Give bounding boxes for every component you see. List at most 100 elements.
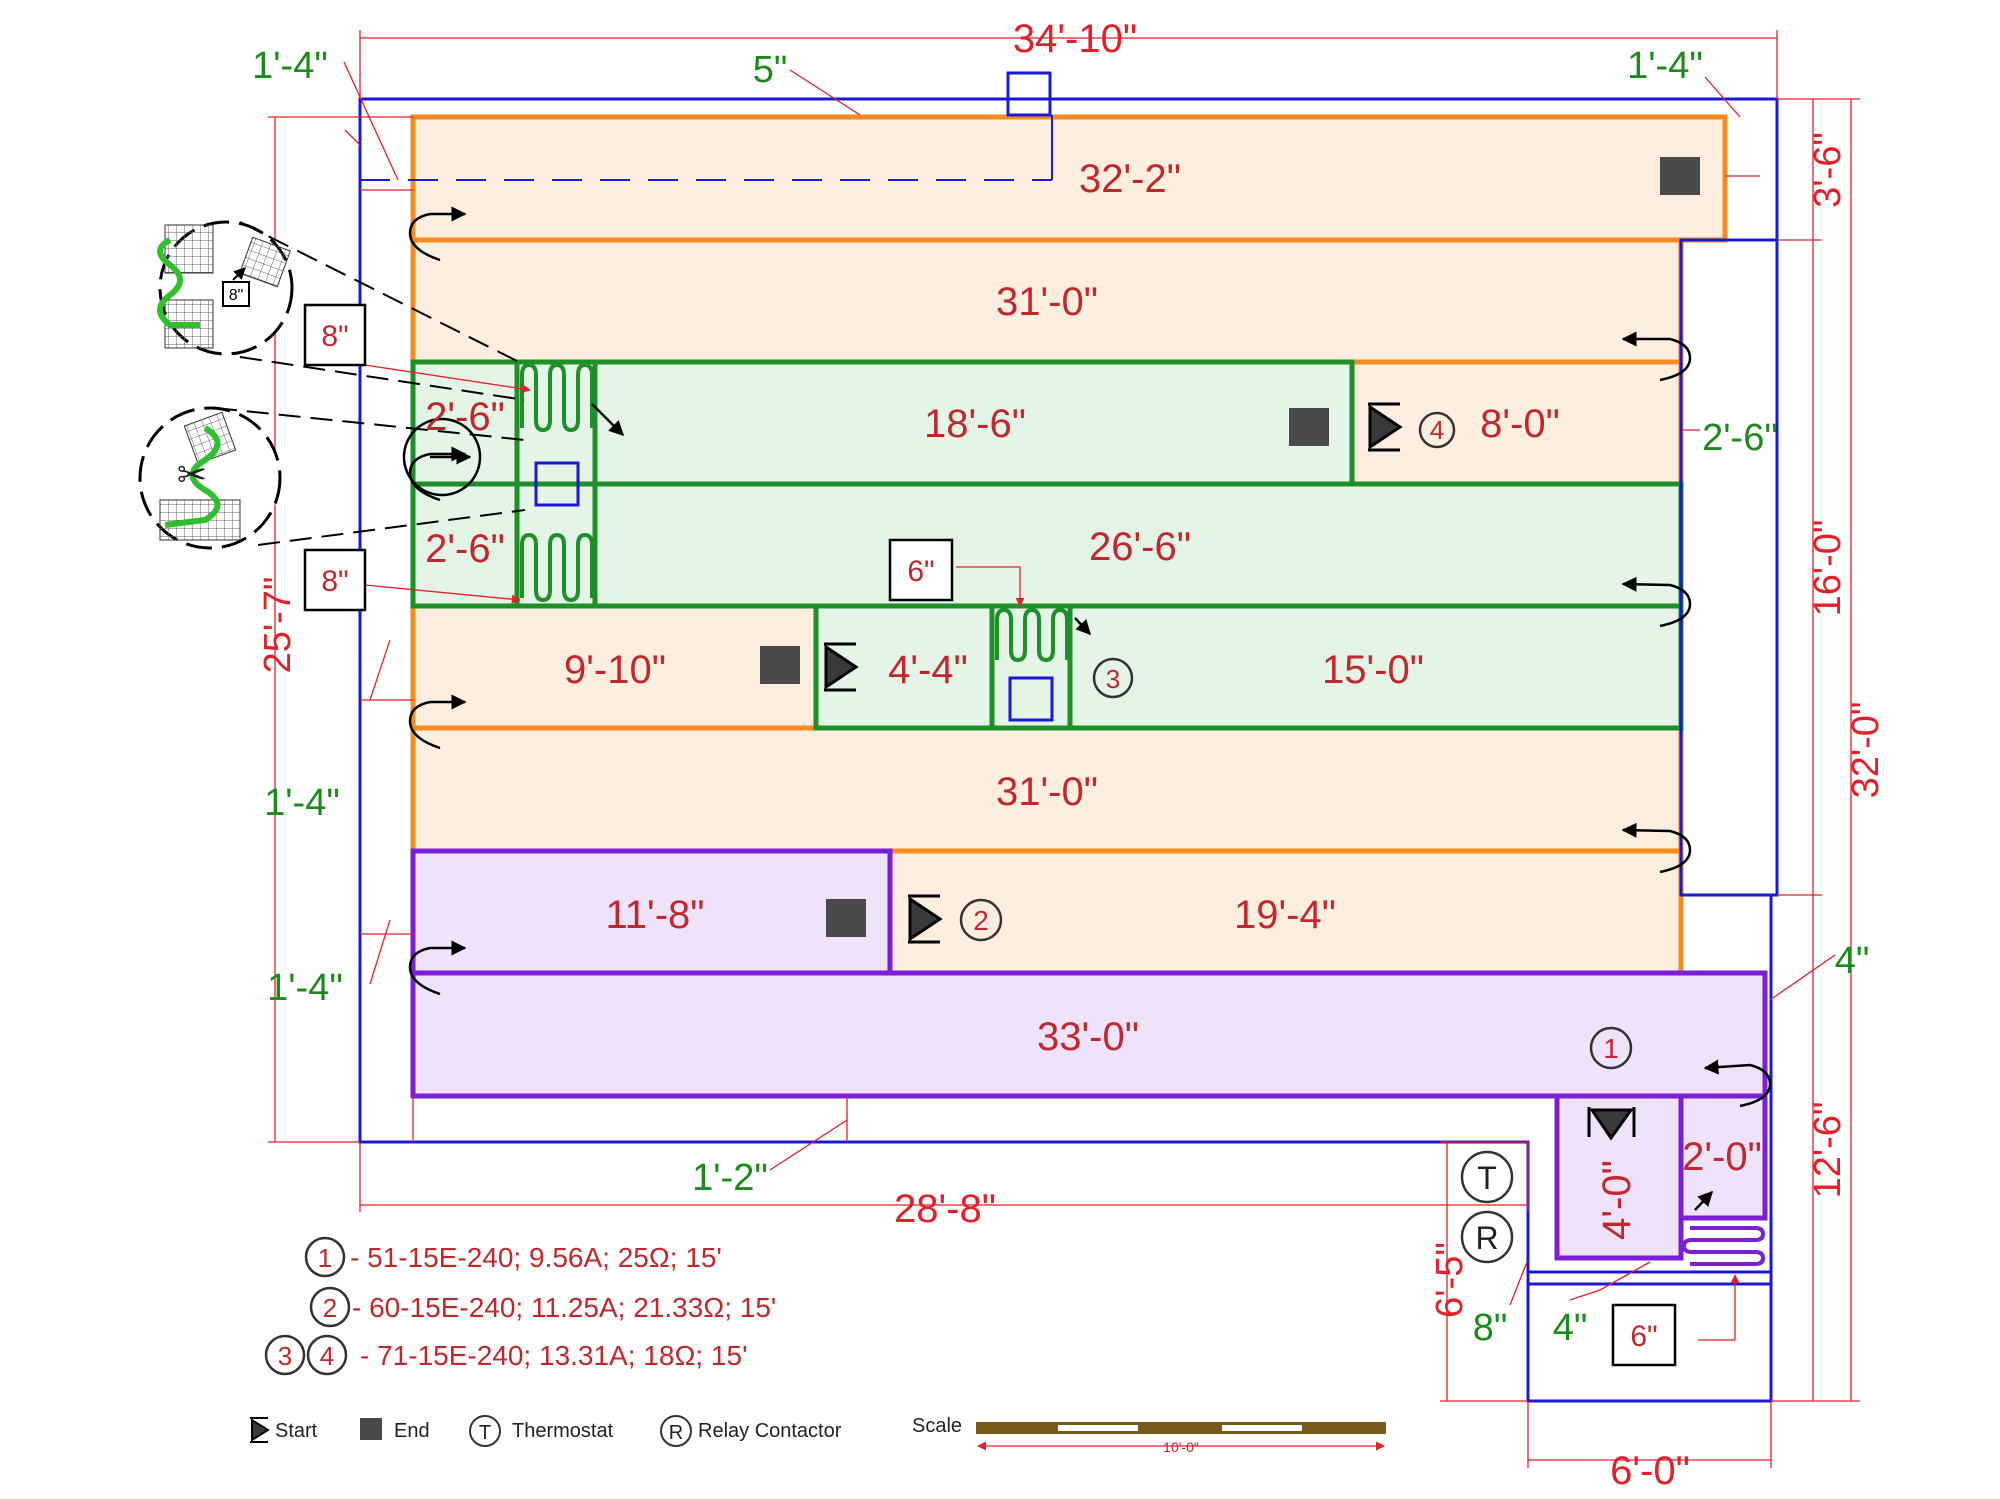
circuit-3-label: 3 (1106, 664, 1120, 694)
box-6-mid-label: 6" (907, 555, 934, 588)
dim-bottom-total: 28'-8" (894, 1187, 996, 1231)
run-label-3: 18'-6" (924, 402, 1026, 446)
dim-right-mid: 16'-0" (1807, 520, 1849, 617)
turn-arrow (591, 403, 625, 437)
legend-text-3: - 71-15E-240; 13.31A; 18Ω; 15' (360, 1340, 747, 1371)
turn-arrow (408, 694, 467, 750)
legend-circle-4 (306, 1334, 348, 1376)
dim-bottom-gap: 1'-2" (692, 1157, 768, 1199)
dim-top-left-margin: 1'-4" (252, 45, 328, 87)
zone-purple-2 (410, 970, 1768, 1099)
serpentine-lower (520, 532, 594, 603)
dim-ext-4: 4" (1553, 1307, 1588, 1349)
box-6-bottom (1611, 1303, 1677, 1367)
legend-text-1: - 51-15E-240; 9.56A; 25Ω; 15' (350, 1242, 722, 1273)
legend-relay-label: Relay Contactor (698, 1420, 842, 1442)
run-label-13: 19'-4" (1234, 893, 1336, 937)
legend-end-icon (360, 1418, 382, 1440)
drain-low (1008, 676, 1054, 722)
run-label-12: 11'-8" (606, 893, 705, 937)
dim-ext-6-5: 6'-5" (1429, 1242, 1471, 1318)
dim-top-total: 34'-10" (1013, 17, 1137, 61)
legend-id-1: 1 (318, 1243, 332, 1273)
zone-green-2 (410, 481, 1684, 609)
turn-arrow (1074, 617, 1092, 636)
legend-thermostat-symbol: T (479, 1422, 491, 1444)
zone-green-3 (813, 603, 1684, 731)
dim-ext-6-0: 6'-0" (1610, 1449, 1690, 1493)
heated-zones (410, 114, 1768, 1261)
start-marker (908, 894, 943, 944)
legend-circle-1 (304, 1236, 346, 1278)
legend-thermostat-label: Thermostat (512, 1420, 614, 1442)
legend: 1 - 51-15E-240; 9.56A; 25Ω; 15' 2 - 60-1… (250, 1236, 1386, 1455)
serpentine-closet (1681, 1226, 1766, 1266)
boxed-labels (303, 303, 1677, 1367)
legend-id-3: 3 (278, 1341, 292, 1371)
serpentine-upper (520, 362, 594, 433)
run-label-9: 4'-4" (888, 648, 968, 692)
zone-purple-4 (1678, 1093, 1768, 1221)
zone-green-1 (410, 359, 1355, 487)
drain-mid (534, 461, 580, 507)
dim-top-gap: 5" (753, 49, 788, 91)
scale-bar (976, 1422, 1386, 1451)
dim-right-4: 4" (1835, 940, 1870, 982)
turn-arrow (1703, 1059, 1772, 1108)
run-label-4: 8'-0" (1480, 402, 1560, 446)
turn-arrow (408, 206, 467, 262)
dim-green-right: 2'-6" (1702, 417, 1778, 459)
turn-arrow (408, 446, 467, 502)
dim-ext-8: 8" (1473, 1307, 1508, 1349)
legend-id-4: 4 (320, 1341, 334, 1371)
run-label-6: 2'-6" (425, 527, 505, 571)
zone-purple-1 (410, 848, 893, 976)
start-marker (824, 642, 859, 692)
cable-serpentines (520, 362, 1069, 663)
scale-value: 10'-0" (1163, 1439, 1199, 1455)
thermostat-symbol: T (1477, 1160, 1497, 1196)
run-label-14: 33'-0" (1037, 1015, 1139, 1059)
detail-callout-bottom: ✂ (138, 406, 282, 550)
box-6-bottom-label: 6" (1630, 1320, 1657, 1353)
circuit-1-label: 1 (1603, 1033, 1619, 1064)
callout-leaders (214, 221, 526, 546)
mini-8-label: 8" (229, 287, 244, 304)
start-marker (1368, 402, 1403, 452)
end-marker (826, 899, 866, 937)
legend-relay-icon (660, 1415, 692, 1447)
end-marker (1660, 157, 1700, 195)
dim-right-bottom: 12'-6" (1807, 1102, 1849, 1199)
start-marker (1587, 1107, 1636, 1141)
circuit-circle (959, 898, 1003, 942)
legend-circle-3 (264, 1334, 306, 1376)
turn-arrows (402, 206, 1772, 1211)
box-8-bottom-label: 8" (321, 565, 348, 598)
cable-serpentine-purple (1681, 1226, 1766, 1266)
legend-start-icon (250, 1417, 270, 1443)
circuit-circle (1589, 1026, 1633, 1070)
box-8-bottom (303, 548, 367, 612)
zone-orange-1 (410, 114, 1728, 243)
legend-circle-2 (309, 1286, 351, 1328)
drain-top (1006, 71, 1052, 117)
run-label-15: 4'-0" (1595, 1160, 1639, 1240)
run-label-11: 31'-0" (996, 770, 1098, 814)
scissors-icon: ✂ (177, 454, 207, 495)
relay-symbol: R (1475, 1220, 1498, 1256)
turn-arrow (1621, 822, 1692, 874)
legend-thermostat-icon (469, 1415, 501, 1447)
turn-circle (402, 417, 482, 497)
right-closet (1679, 238, 1779, 897)
legend-relay-symbol: R (669, 1422, 683, 1444)
run-label-8: 9'-10" (564, 648, 666, 692)
turn-arrow (1694, 1190, 1714, 1211)
thermostat-circle (1460, 1150, 1514, 1204)
legend-end-label: End (394, 1420, 430, 1442)
dim-left-height: 25'-7" (257, 577, 299, 674)
run-label-10: 15'-0" (1322, 648, 1424, 692)
run-label-7: 26'-6" (1089, 525, 1191, 569)
box-8-top (303, 303, 367, 367)
dim-top-right-margin: 1'-4" (1627, 45, 1703, 87)
